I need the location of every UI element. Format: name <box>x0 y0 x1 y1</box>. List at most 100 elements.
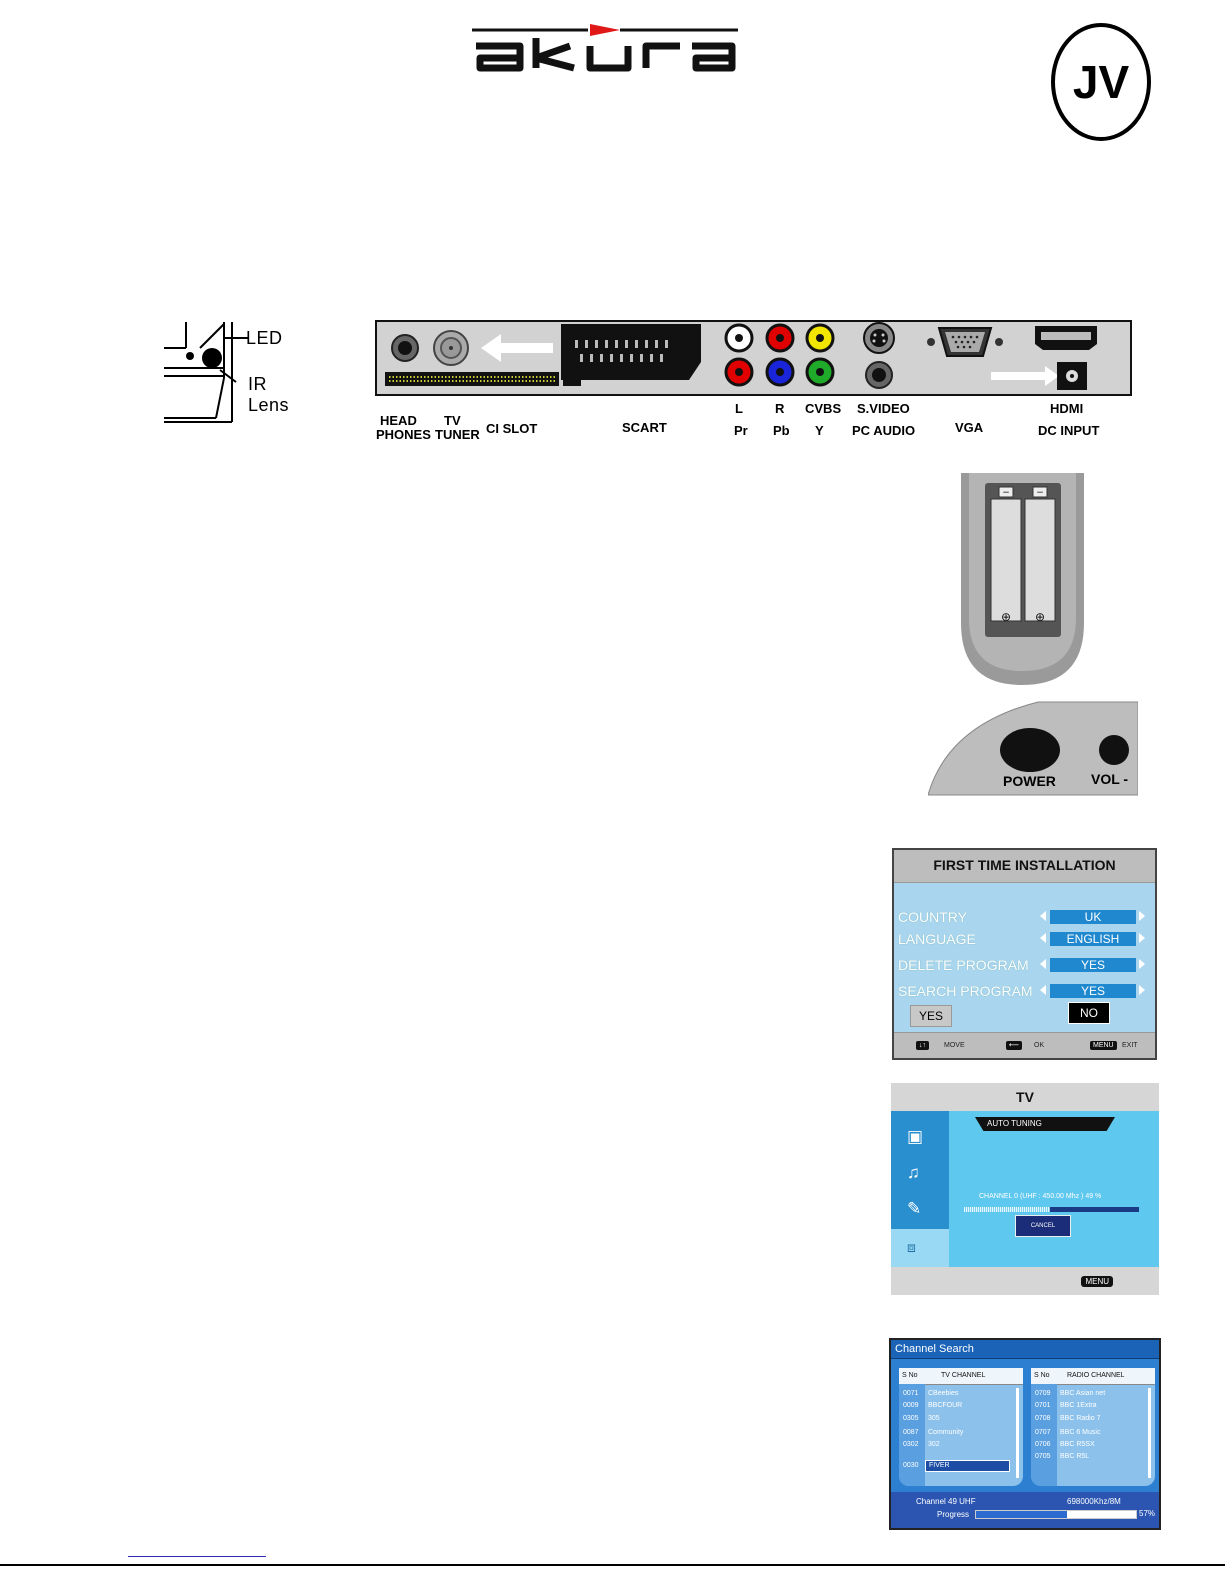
channel-number: 0305 <box>903 1415 919 1422</box>
list-item[interactable]: 0305 305 <box>899 1413 1023 1425</box>
scart-port <box>561 324 701 380</box>
channel-number: 0087 <box>903 1429 919 1436</box>
no-button[interactable]: NO <box>1068 1002 1110 1024</box>
channel-number: 0705 <box>1035 1453 1051 1460</box>
footer-link-underline[interactable] <box>128 1556 266 1557</box>
picture-icon[interactable]: ▣ <box>907 1127 924 1146</box>
ci-slot <box>385 372 581 386</box>
svideo-port <box>863 322 895 354</box>
label-y: Y <box>815 423 824 438</box>
channel-number: 0009 <box>903 1402 919 1409</box>
music-icon[interactable]: ♫ <box>907 1163 920 1182</box>
fti-row-language[interactable]: LANGUAGE ENGLISH <box>896 931 1154 947</box>
fti-row-value[interactable]: YES <box>1050 958 1136 972</box>
auto-tuning-tab: AUTO TUNING <box>975 1117 1115 1131</box>
channel-number: 0708 <box>1035 1415 1051 1422</box>
led-ir-outline <box>164 322 248 423</box>
left-arrow-icon[interactable] <box>1040 985 1046 995</box>
fti-row-label: DELETE PROGRAM <box>898 957 1029 973</box>
pc-audio-port <box>865 361 893 389</box>
progress-percent: 57% <box>1139 1509 1156 1518</box>
list-item[interactable]: 0705 BBC R5L <box>1031 1451 1155 1463</box>
left-arrow-icon[interactable] <box>1040 911 1046 921</box>
led-ir-diagram: LED IR Lens <box>160 318 310 428</box>
fti-footer: ↓↑ MOVE ⟵ OK MENU EXIT <box>894 1032 1155 1058</box>
tv-no-column <box>899 1384 925 1486</box>
lens-label: Lens <box>248 395 290 415</box>
progress-label: Progress <box>937 1510 970 1519</box>
back-panel <box>375 320 1132 396</box>
list-item[interactable]: 0708 BBC Radio 7 <box>1031 1413 1155 1425</box>
rca-y-port <box>805 357 835 387</box>
label-dc-input: DC INPUT <box>1038 423 1100 438</box>
tuning-progress-bar <box>964 1207 1139 1212</box>
first-time-installation-screen: FIRST TIME INSTALLATION COUNTRY UK LANGU… <box>892 848 1157 1060</box>
fti-row-value[interactable]: YES <box>1050 984 1136 998</box>
setup-icon[interactable]: ✎ <box>907 1199 922 1218</box>
cancel-button[interactable]: CANCEL <box>1015 1215 1071 1237</box>
remote-body <box>928 701 1138 796</box>
tv-channel-header: S No TV CHANNEL <box>899 1368 1023 1385</box>
ok-hint: OK <box>1034 1042 1045 1049</box>
fti-row-value[interactable]: ENGLISH <box>1050 932 1136 946</box>
label-ci-slot: CI SLOT <box>486 421 538 436</box>
battery-plus-2: ⊕ <box>1035 610 1045 624</box>
jv-logo: JV <box>1051 23 1151 141</box>
channel-name: BBC Radio 7 <box>1060 1415 1101 1422</box>
channel-number: 0706 <box>1035 1441 1051 1448</box>
vga-port <box>927 327 1003 357</box>
yes-button[interactable]: YES <box>910 1005 952 1027</box>
ir-label: IR <box>248 374 267 394</box>
tuning-channel-text: CHANNEL 0 (UHF : 450.00 Mhz ) 49 % <box>979 1193 1102 1200</box>
channel-name: 302 <box>928 1441 940 1448</box>
fti-row-search-program[interactable]: SEARCH PROGRAM YES <box>896 983 1154 999</box>
left-arrow-icon[interactable] <box>1040 959 1046 969</box>
search-progress-bar <box>975 1510 1137 1519</box>
rca-r-port <box>765 323 795 353</box>
tv-autotuning-screen: TV ▣ ♫ ✎ ⧈ AUTO TUNING CHANNEL 0 (UHF : … <box>891 1083 1159 1295</box>
scrollbar[interactable] <box>1148 1388 1151 1478</box>
channel-name: BBC R5L <box>1060 1453 1090 1460</box>
channel-search-title: Channel Search <box>891 1340 1159 1359</box>
channel-number: 0707 <box>1035 1429 1051 1436</box>
power-label: POWER <box>1003 773 1056 789</box>
tv-footer: MENU <box>891 1267 1159 1295</box>
fti-row-delete-program[interactable]: DELETE PROGRAM YES <box>896 957 1154 973</box>
right-arrow-icon[interactable] <box>1139 911 1145 921</box>
channel-name: BBC R5SX <box>1060 1441 1095 1448</box>
list-item[interactable]: 0706 BBC R5SX <box>1031 1439 1155 1451</box>
right-arrow-icon[interactable] <box>1139 959 1145 969</box>
col-radio-channel: RADIO CHANNEL <box>1067 1372 1125 1379</box>
right-arrow-icon[interactable] <box>1139 985 1145 995</box>
label-hdmi: HDMI <box>1050 401 1084 416</box>
label-pc-audio: PC AUDIO <box>852 423 916 438</box>
label-tuner: TUNER <box>435 427 480 442</box>
akura-logo <box>472 24 738 72</box>
fti-title: FIRST TIME INSTALLATION <box>894 850 1155 883</box>
fti-row-label: LANGUAGE <box>898 931 976 947</box>
channel-name: 305 <box>928 1415 940 1422</box>
scrollbar[interactable] <box>1016 1388 1019 1478</box>
channel-name: BBC Asian net <box>1060 1390 1106 1397</box>
jv-logo-text: JV <box>1073 56 1130 108</box>
exit-hint: EXIT <box>1122 1042 1138 1049</box>
tv-icon[interactable]: ⧈ <box>891 1229 949 1267</box>
label-vga: VGA <box>955 420 984 435</box>
fti-row-country[interactable]: COUNTRY UK <box>896 909 1154 925</box>
ir-lens-circle <box>202 348 222 368</box>
right-arrow-icon[interactable] <box>1139 933 1145 943</box>
footer-rule <box>0 1564 1225 1566</box>
fti-row-value[interactable]: UK <box>1050 910 1136 924</box>
left-arrow-icon[interactable] <box>1040 933 1046 943</box>
